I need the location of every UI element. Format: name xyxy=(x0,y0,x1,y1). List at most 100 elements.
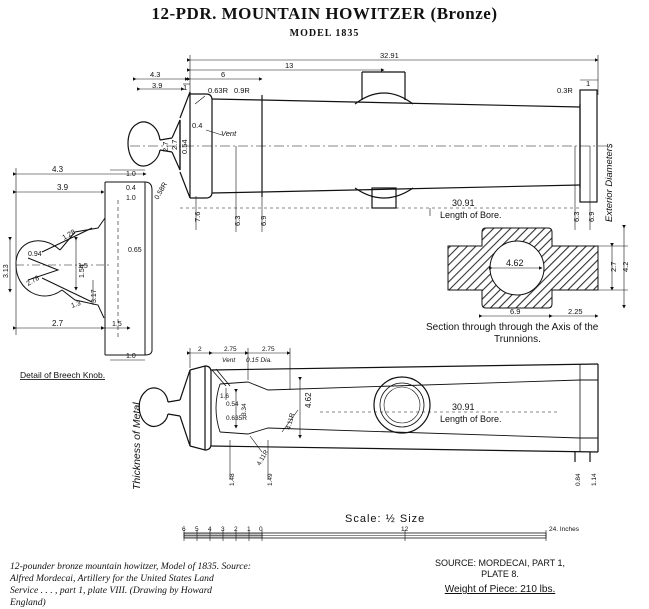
source-line-2: PLATE 8. xyxy=(481,569,519,579)
dim-lower-1-14: 1.14 xyxy=(591,473,598,486)
top-breech-knob xyxy=(127,121,161,167)
dim-top-1b: 1 xyxy=(586,79,590,88)
dim-knob-0-58R: 0.58R xyxy=(154,181,169,201)
scale-bar: Scale: ½ Size 6 5 4 3 2 1 0 12 24. Inche… xyxy=(182,513,580,541)
top-dimension-labels: 4.3 3.9 6 13 32.91 1 1 0.63R 0.9R 0.3R 2… xyxy=(150,51,615,226)
dim-lower-2-75b: 2.75 xyxy=(262,346,275,353)
dim-lower-0-15-dia: 0.15 Dia. xyxy=(246,357,272,364)
top-trunnion-lower xyxy=(354,187,414,199)
dim-knob-1-0b: 1.0 xyxy=(126,195,136,202)
section-dimension-lines xyxy=(479,225,628,318)
dim-top-32-91: 32.91 xyxy=(380,51,399,60)
dim-knob-1-0c: 1.0 xyxy=(126,353,136,360)
dim-top-0-4: 0.4 xyxy=(192,121,202,130)
scale-tick-3: 3 xyxy=(221,526,225,533)
dim-knob-2-7: 2.7 xyxy=(52,319,64,328)
source-line-1: SOURCE: MORDECAI, PART 1, xyxy=(434,558,566,568)
dim-lower-4-62: 4.62 xyxy=(304,392,313,408)
dim-lower-0-54: 0.54 xyxy=(226,401,239,408)
weight-of-piece: Weight of Piece: 210 lbs. xyxy=(444,584,556,595)
section-caption-line2: Trunnions. xyxy=(494,334,541,345)
dim-top-6-9b: 6.9 xyxy=(587,212,596,222)
knob-dimension-lines xyxy=(8,168,147,361)
dim-lower-1-6: 1.6 xyxy=(220,393,229,400)
lower-trunnion-inner xyxy=(379,382,425,428)
dim-lower-2-75a: 2.75 xyxy=(224,346,237,353)
top-elevation xyxy=(127,71,615,209)
dim-section-2-7: 2.7 xyxy=(609,262,618,272)
dim-top-7-6: 7.6 xyxy=(193,212,202,222)
label-lower-length-of-bore: Length of Bore. xyxy=(440,414,502,424)
dim-lower-3-34: 3.34 xyxy=(241,403,248,416)
dim-lower-0-635R: 0.635R xyxy=(226,415,247,422)
dim-knob-3-9: 3.9 xyxy=(57,183,69,192)
dim-top-13: 13 xyxy=(285,61,293,70)
dim-section-2-25: 2.25 xyxy=(568,307,583,316)
label-top-vent: Vent xyxy=(221,129,237,138)
section-labels: 4.62 2.7 4.2 6.9 2.25 Section through th… xyxy=(426,258,630,345)
caption-line-1: 12-pounder bronze mountain howitzer, Mod… xyxy=(10,561,251,572)
dim-top-6-3b: 6.3 xyxy=(572,212,581,222)
figure-caption: 12-pounder bronze mountain howitzer, Mod… xyxy=(10,561,290,609)
caption-line-3: Service . . . , part 1, plate VIII. (Dra… xyxy=(10,585,212,596)
dim-knob-1-28: 1.28 xyxy=(62,229,77,242)
label-top-length-of-bore: Length of Bore. xyxy=(440,210,502,220)
drawing-subtitle: MODEL 1835 xyxy=(289,28,360,39)
dim-top-6-9: 6.9 xyxy=(259,216,268,226)
dim-top-2-7b: 2.7 xyxy=(170,140,179,150)
top-dimension-lines xyxy=(133,55,599,232)
dim-section-4-2: 4.2 xyxy=(621,262,630,272)
label-lower-vent: Vent xyxy=(222,357,236,364)
dim-knob-3-17: 3.17 xyxy=(91,289,98,303)
dim-lower-bore-length: 30.91 xyxy=(452,402,475,412)
knob-dimension-labels: 4.3 3.9 1.0 0.4 0.58R 0.65 1.28 0.94 3.1… xyxy=(3,165,169,380)
dim-section-6-9: 6.9 xyxy=(510,307,520,316)
dim-lower-4-11R-b: 4.11R xyxy=(285,412,296,430)
caption-line-4: England) xyxy=(10,597,46,608)
dim-section-4-62: 4.62 xyxy=(506,258,524,268)
lower-trunnion-outer xyxy=(373,376,431,434)
dim-lower-0-84: 0.84 xyxy=(575,473,582,486)
dim-knob-1-3: 1.3 xyxy=(70,300,82,310)
scale-tick-6: 6 xyxy=(182,526,186,533)
scale-tick-4: 4 xyxy=(208,526,212,533)
source-note: SOURCE: MORDECAI, PART 1, PLATE 8. xyxy=(410,558,590,580)
dim-top-6: 6 xyxy=(221,70,225,79)
label-thickness-of-metal: Thickness of Metal xyxy=(131,402,143,490)
scale-tick-end: 24. Inches xyxy=(549,526,580,533)
dim-lower-1-49: 1.49 xyxy=(267,473,274,486)
dim-knob-0-94: 0.94 xyxy=(28,251,42,258)
caption-line-2: Alfred Mordecai, Artillery for the Unite… xyxy=(10,573,214,584)
label-exterior-diameters: Exterior Diameters xyxy=(604,143,615,222)
lower-dimension-lines xyxy=(187,348,560,480)
dim-knob-3-13: 3.13 xyxy=(3,264,10,278)
dim-knob-1-5a: 1.5 xyxy=(78,263,88,270)
dim-knob-4-3: 4.3 xyxy=(52,165,64,174)
dim-top-0-3R: 0.3R xyxy=(557,86,573,95)
section-caption-line1: Section through through the Axis of the xyxy=(426,322,599,333)
scale-tick-2: 2 xyxy=(234,526,238,533)
dim-top-4-3: 4.3 xyxy=(150,70,160,79)
scale-tick-5: 5 xyxy=(195,526,199,533)
dim-knob-0-65: 0.65 xyxy=(128,247,142,254)
scale-tick-0: 0 xyxy=(259,526,263,533)
label-detail-breech-knob: Detail of Breech Knob. xyxy=(20,370,105,380)
scale-tick-1: 1 xyxy=(247,526,251,533)
scale-label: Scale: ½ Size xyxy=(345,513,425,525)
breech-knob-detail xyxy=(15,181,153,356)
lower-breech-knob xyxy=(138,387,169,427)
drawing-title: 12-PDR. MOUNTAIN HOWITZER (Bronze) xyxy=(151,4,498,23)
scale-tick-12: 12 xyxy=(401,526,409,533)
dim-knob-1-0: 1.0 xyxy=(126,171,136,178)
dim-top-0-54: 0.54 xyxy=(180,139,189,154)
lower-section xyxy=(138,363,599,462)
dim-knob-1-5: 1.5 xyxy=(112,321,122,328)
dim-top-0-9R: 0.9R xyxy=(234,86,250,95)
dim-top-2-7: 2.7 xyxy=(161,142,170,152)
dim-lower-2: 2 xyxy=(198,346,202,353)
dim-knob-1-54: 1.54 xyxy=(79,264,86,278)
trunnion-section xyxy=(447,227,599,309)
dim-top-6-3: 6.3 xyxy=(233,216,242,226)
dim-top-bore-length: 30.91 xyxy=(452,198,475,208)
